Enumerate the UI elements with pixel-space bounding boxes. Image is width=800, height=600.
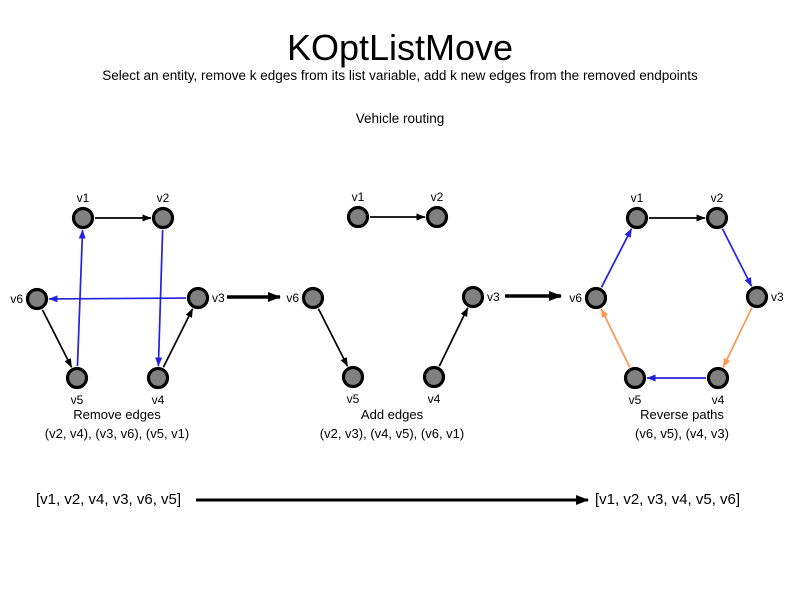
node-label-remove-edges-v2: v2	[157, 191, 170, 205]
node-label-remove-edges-v4: v4	[152, 393, 165, 407]
node-label-add-edges-v4: v4	[428, 392, 441, 406]
edge-remove-edges-v4-v3	[162, 308, 194, 368]
node-add-edges-v4	[422, 365, 446, 389]
edge-remove-edges-v3-v6	[48, 295, 187, 303]
node-remove-edges-v3	[186, 286, 210, 310]
node-remove-edges-v5	[65, 366, 89, 390]
node-label-reverse-paths-v2: v2	[711, 191, 724, 205]
edge-reverse-paths-v2-v3	[721, 228, 753, 287]
node-label-add-edges-v2: v2	[431, 190, 444, 204]
node-remove-edges-v2	[151, 206, 175, 230]
caption-title: Add edges	[360, 407, 424, 422]
node-label-reverse-paths-v1: v1	[631, 191, 644, 205]
section-label-vehicle-routing: Vehicle routing	[355, 111, 445, 126]
edge-remove-edges-v5-v1	[76, 229, 86, 367]
node-add-edges-v5	[341, 365, 365, 389]
page-subtitle: Select an entity, remove k edges from it…	[102, 68, 698, 83]
node-add-edges-v2	[425, 205, 449, 229]
node-reverse-paths-v5	[623, 366, 647, 390]
node-label-reverse-paths-v5: v5	[629, 393, 642, 407]
edge-reverse-paths-v5-v6	[600, 308, 631, 368]
node-label-reverse-paths-v3: v3	[771, 290, 784, 304]
node-label-remove-edges-v6: v6	[10, 292, 23, 306]
caption-detail: (v2, v4), (v3, v6), (v5, v1)	[44, 426, 190, 441]
node-reverse-paths-v4	[706, 366, 730, 390]
node-label-remove-edges-v3: v3	[212, 291, 225, 305]
edge-remove-edges-v6-v5	[41, 309, 73, 368]
caption-add-edges: Add edges (v2, v3), (v4, v5), (v6, v1)	[320, 405, 464, 443]
caption-remove-edges: Remove edges (v2, v4), (v3, v6), (v5, v1…	[45, 405, 189, 443]
list-before: [v1, v2, v4, v3, v6, v5]	[36, 491, 182, 508]
node-add-edges-v3	[461, 285, 485, 309]
node-label-reverse-paths-v6: v6	[569, 291, 582, 305]
edge-reverse-paths-v6-v1	[600, 228, 633, 288]
node-reverse-paths-v6	[584, 286, 608, 310]
node-reverse-paths-v3	[745, 285, 769, 309]
edge-add-edges-v4-v3	[438, 307, 469, 367]
node-label-add-edges-v5: v5	[347, 392, 360, 406]
node-label-remove-edges-v5: v5	[71, 393, 84, 407]
node-label-reverse-paths-v4: v4	[712, 393, 725, 407]
node-label-add-edges-v6: v6	[286, 291, 299, 305]
node-reverse-paths-v1	[625, 206, 649, 230]
caption-detail: (v6, v5), (v4, v3)	[635, 426, 729, 441]
node-remove-edges-v1	[71, 206, 95, 230]
node-remove-edges-v4	[146, 366, 170, 390]
caption-reverse-paths: Reverse paths (v6, v5), (v4, v3)	[635, 405, 729, 443]
node-label-add-edges-v3: v3	[487, 290, 500, 304]
edge-reverse-paths-v3-v4	[722, 307, 753, 368]
caption-detail: (v2, v3), (v4, v5), (v6, v1)	[319, 426, 465, 441]
node-reverse-paths-v2	[705, 206, 729, 230]
page-title: KOptListMove	[286, 27, 514, 68]
caption-title: Remove edges	[73, 407, 161, 422]
node-label-remove-edges-v1: v1	[77, 191, 90, 205]
caption-title: Reverse paths	[640, 407, 724, 422]
node-label-add-edges-v1: v1	[352, 190, 365, 204]
node-remove-edges-v6	[25, 287, 49, 311]
list-after: [v1, v2, v3, v4, v5, v6]	[595, 491, 741, 508]
node-add-edges-v6	[301, 286, 325, 310]
node-add-edges-v1	[346, 205, 370, 229]
edge-add-edges-v6-v5	[317, 308, 349, 367]
